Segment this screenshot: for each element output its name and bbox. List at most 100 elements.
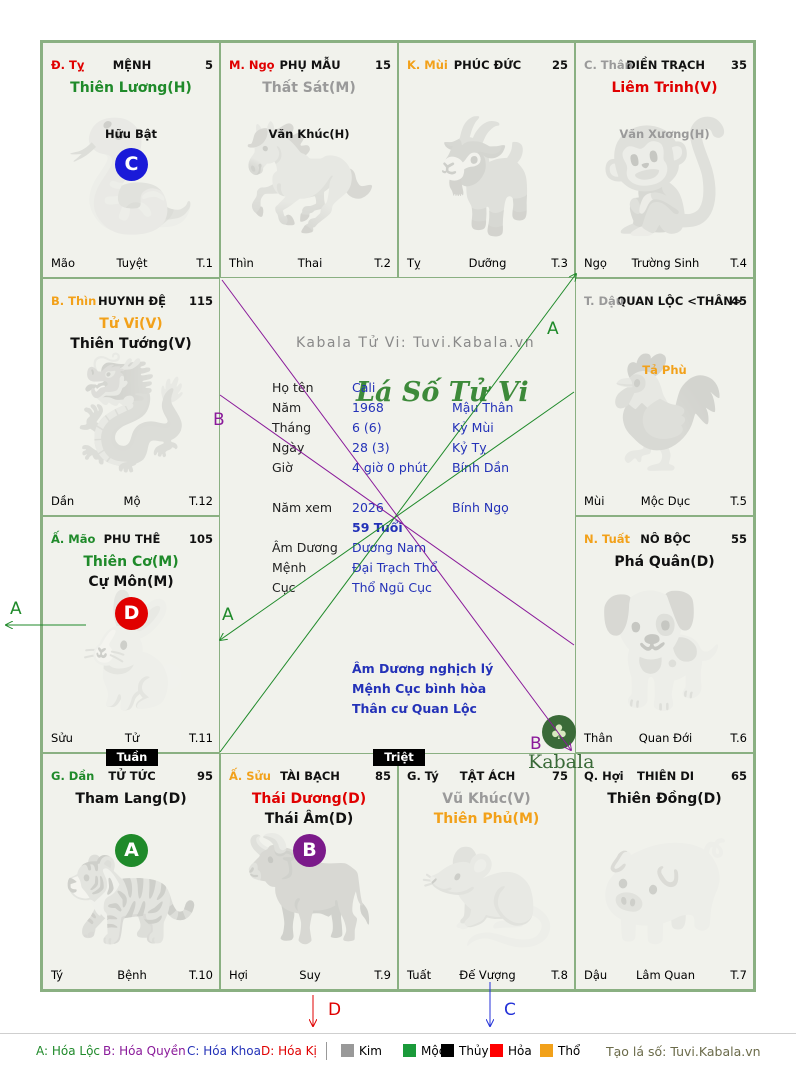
palace-number: 25 [551,58,568,72]
branch-label: Mùi [584,494,605,508]
info-value: 4 giờ 0 phút [352,460,428,475]
legend-element-label: Hỏa [508,1044,532,1058]
logo-text: Kabala [528,751,595,773]
info-label: Họ tên [272,380,314,395]
info-stem-branch: Kỷ Mùi [452,420,494,435]
info-stem-branch: Bính Ngọ [452,500,509,515]
note-1: Âm Dương nghịch lý [352,661,494,676]
color-swatch-icon [490,1044,503,1057]
palace-number: 65 [730,769,747,783]
house-name: MỆNH [112,58,152,72]
tree-icon: ♣ [550,720,568,744]
info-label: Năm xem [272,500,333,515]
info-label: Giờ [272,460,293,475]
legend-divider [326,1042,327,1060]
stem-branch: Ấ. Mão [51,532,96,546]
info-value: 1968 [352,400,384,415]
branch-label: Hợi [229,968,248,982]
info-value: 59 Tuổi [352,520,403,535]
main-star: Thái Âm(D) [264,811,354,827]
zodiac-animal-icon: 🐓 [596,348,733,476]
zodiac-animal-icon: 🐖 [596,823,733,951]
main-star: Thiên Tướng(V) [70,336,192,352]
transform-badge: A [115,834,148,867]
main-star: Thái Dương(D) [251,791,367,807]
house-name: PHÚC ĐỨC [453,58,522,72]
stem-branch: M. Ngọ [229,58,275,72]
palace-number: 95 [196,769,213,783]
minor-star: Văn Khúc(H) [268,127,350,141]
legend-element-item: Thổ [540,1044,580,1058]
palace-number: 35 [730,58,747,72]
life-stage: Thai [297,256,323,270]
watermark-text: Kabala Tử Vi: Tuvi.Kabala.vn [296,335,536,351]
main-star: Thất Sát(M) [262,80,356,96]
legend-element-item: Thủy [441,1044,489,1058]
note-2: Mệnh Cục bình hòa [352,681,487,696]
color-swatch-icon [540,1044,553,1057]
site-link[interactable]: Tạo lá số: Tuvi.Kabala.vn [606,1044,761,1059]
stem-branch: G. Dần [51,769,95,783]
palace-index: T.2 [374,256,391,270]
arrow-label-d: D [328,1000,341,1020]
palace-index: T.8 [551,968,568,982]
branch-label: Mão [51,256,76,270]
transform-badge: B [293,834,326,867]
stem-branch: Ấ. Sửu [229,769,271,783]
life-stage: Quan Đới [638,731,693,745]
palace-index: T.10 [189,968,213,982]
zodiac-animal-icon: 🐐 [418,112,555,240]
main-star: Thiên Cơ(M) [83,554,179,570]
stem-branch: C. Thân [584,58,633,72]
palace-footer: Thai Thìn T.2 [229,256,391,270]
branch-label: Thìn [229,256,254,270]
zodiac-animal-icon: 🐒 [596,112,733,240]
house-name: TÀI BẠCH [280,769,340,783]
info-stem-branch: Bính Dần [452,460,510,475]
branch-label: Sửu [51,731,73,745]
palace-index: T.11 [189,731,213,745]
info-label: Cục [272,580,296,595]
note-3: Thân cư Quan Lộc [352,701,477,716]
info-value: Dương Nam [352,540,427,555]
info-value: Thổ Ngũ Cục [352,580,432,595]
life-stage: Tuyệt [116,256,148,270]
arrow-label-a3: A [10,599,22,619]
palace-number: 55 [730,532,747,546]
branch-label: Tuất [407,968,432,982]
life-stage: Trường Sinh [631,256,700,270]
zodiac-animal-icon: 🐕 [596,586,733,714]
stem-branch: T. Dậu [584,294,624,308]
color-swatch-icon [341,1044,354,1057]
main-star: Tử Vi(V) [99,316,163,332]
color-swatch-icon [403,1044,416,1057]
minor-star: Văn Xương(H) [619,127,710,141]
info-value: 2026 [352,500,384,515]
legend-hoa-quyen: B: Hóa Quyền [103,1044,186,1058]
house-name: ĐIỀN TRẠCH [625,58,706,72]
main-star: Cự Môn(M) [88,574,174,590]
branch-label: Dậu [584,968,608,982]
main-star: Thiên Lương(H) [70,80,192,96]
info-value: 6 (6) [352,420,382,435]
house-name: THIÊN DI [636,769,695,783]
legend-bar: A: Hóa Lộc B: Hóa Quyền C: Hóa Khoa D: H… [0,1033,796,1070]
transform-badge: D [115,597,148,630]
main-star: Phá Quân(D) [614,554,715,570]
house-name: PHU THÊ [103,532,161,546]
